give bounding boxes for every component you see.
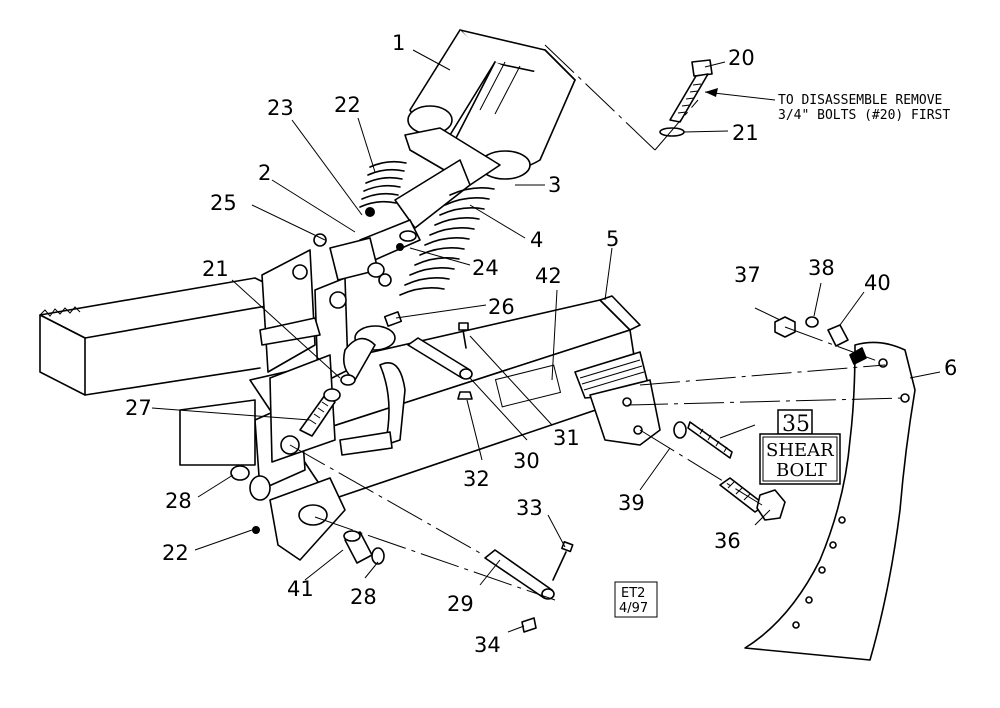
spring-lower (399, 187, 495, 296)
washer-28-right (371, 547, 385, 565)
bolt-36 (719, 477, 786, 521)
pivot-pin-30 (407, 337, 473, 380)
callout-35: 35 (782, 412, 810, 437)
callout-29: 29 (447, 592, 474, 616)
callout-27: 27 (125, 396, 152, 420)
callout-34: 34 (474, 633, 501, 657)
lock-washer-38 (805, 316, 819, 328)
callout-20: 20 (728, 46, 755, 70)
note-line-2: 3/4" BOLTS (#20) FIRST (778, 108, 950, 123)
grease-zerk-22 (252, 526, 260, 534)
callout-22-top: 22 (334, 93, 361, 117)
callout-labels: 1 2 3 4 5 6 20 21 22 23 24 25 26 42 37 3… (125, 31, 957, 657)
spacer-tube (313, 233, 392, 287)
callout-28-right: 28 (350, 585, 377, 609)
callout-4: 4 (530, 228, 543, 252)
callout-41: 41 (287, 577, 314, 601)
callout-3: 3 (548, 173, 561, 197)
callout-30: 30 (513, 449, 540, 473)
pivot-pin-29 (484, 549, 555, 600)
callout-37: 37 (734, 263, 761, 287)
callout-21-top: 21 (732, 121, 759, 145)
callout-24: 24 (472, 256, 499, 280)
washer-21-left (340, 374, 356, 386)
bushing-41 (343, 530, 373, 564)
shear-bolt-line-2: BOLT (776, 460, 827, 481)
note-line-1: TO DISASSEMBLE REMOVE (778, 93, 942, 108)
spring-cup (342, 311, 403, 381)
spring-upper (359, 160, 407, 208)
callout-28-left: 28 (165, 489, 192, 513)
revision-stamp: ET2 4/97 (614, 581, 658, 618)
nut-34 (521, 617, 537, 633)
callout-26: 26 (488, 295, 515, 319)
bolt-31 (458, 322, 469, 349)
disassembly-note: TO DISASSEMBLE REMOVE 3/4" BOLTS (#20) F… (704, 88, 950, 123)
nut-32 (457, 391, 473, 400)
tool-bar-beam (39, 277, 301, 396)
pivot-block (249, 435, 346, 561)
washer-28-left (230, 465, 250, 481)
callout-39: 39 (618, 491, 645, 515)
callout-5: 5 (606, 227, 619, 251)
mounting-bracket (179, 249, 406, 491)
cylinder-cage (407, 29, 576, 180)
callout-1: 1 (392, 31, 405, 55)
bolt-33 (552, 541, 574, 581)
bushing-40 (827, 324, 849, 347)
callout-25: 25 (210, 191, 237, 215)
washer-21-top (659, 127, 685, 137)
callout-40: 40 (864, 271, 891, 295)
shear-bolt-callout: 35 SHEAR BOLT (759, 409, 841, 485)
revision-date: 4/97 (619, 601, 648, 616)
bolt-20 (669, 59, 713, 123)
callout-38: 38 (808, 256, 835, 280)
callout-36: 36 (714, 529, 741, 553)
shear-bolt-line-1: SHEAR (766, 440, 834, 461)
callout-33: 33 (516, 496, 543, 520)
assembly-lines (289, 44, 906, 601)
shank (744, 341, 916, 661)
callout-2: 2 (258, 161, 271, 185)
callout-42: 42 (535, 264, 562, 288)
bolt-35 (673, 421, 733, 459)
callout-6: 6 (944, 356, 957, 380)
callout-32: 32 (463, 467, 490, 491)
bolt-27 (299, 388, 341, 437)
spring-linkage (359, 127, 501, 263)
callout-23: 23 (267, 96, 294, 120)
callout-31: 31 (553, 426, 580, 450)
callout-21-left: 21 (202, 257, 229, 281)
revision-code: ET2 (621, 586, 645, 601)
leader-lines (151, 49, 941, 633)
callout-22-bottom: 22 (162, 541, 189, 565)
